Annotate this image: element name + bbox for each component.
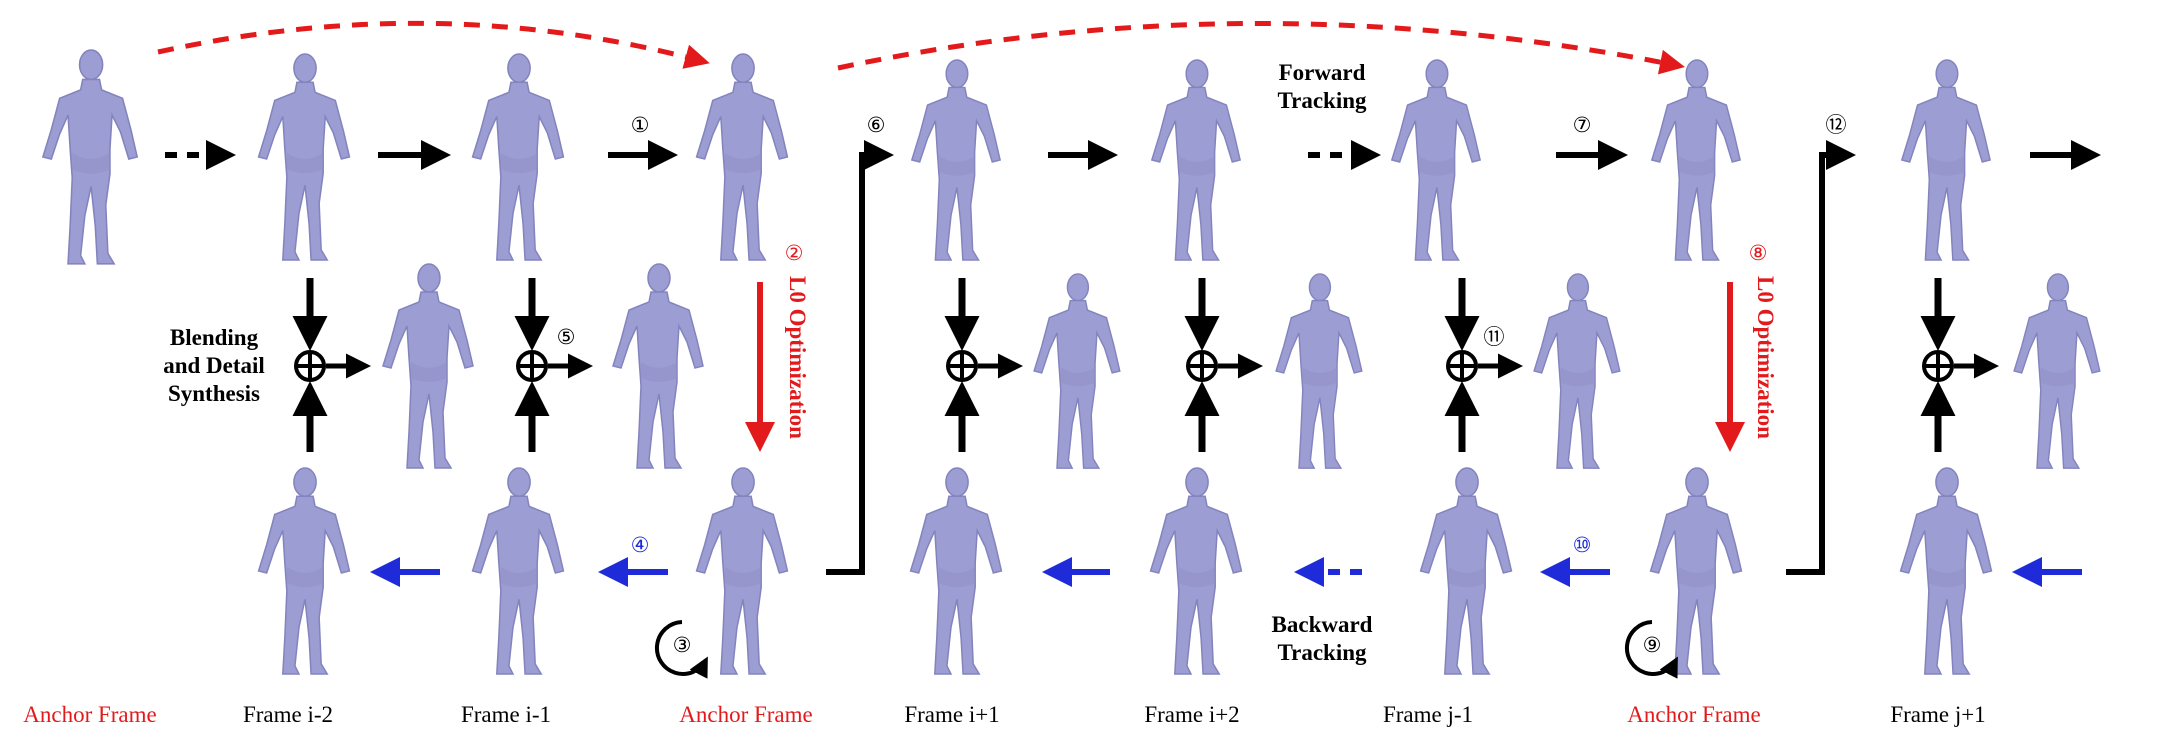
human-figure-row3-anchor (695, 467, 789, 675)
step-marker: ④ (631, 533, 650, 557)
blend-node (292, 278, 371, 452)
step-marker: ① (631, 113, 650, 137)
blend-node (1444, 278, 1523, 452)
human-figure-row1-anchor2 (1651, 59, 1741, 261)
loop-arrow-icon-2 (1625, 620, 1678, 679)
elbow-connector-2 (1786, 140, 1856, 575)
human-figure-row1-j+1 (1901, 59, 1991, 261)
human-figure-row1-i-1 (471, 53, 565, 261)
blend-node (514, 278, 593, 452)
blending-text-line2: and Detail (163, 353, 265, 378)
human-figure-blend-3 (1033, 273, 1121, 470)
blend-node (1184, 278, 1263, 452)
forward-tracking-line2: Tracking (1277, 88, 1367, 113)
l0-optimization-label-1: L0 Optimization (785, 276, 810, 439)
frame-label: Frame j+1 (1890, 702, 1985, 727)
step-marker: ⑫ (1826, 113, 1847, 137)
blend-node (944, 278, 1023, 452)
forward-tracking-line1: Forward (1279, 60, 1366, 85)
human-figure-blend-5 (1533, 273, 1621, 470)
human-figure-row3-i+2 (1149, 467, 1243, 675)
frame-label: Anchor Frame (1627, 702, 1761, 727)
anchor-link-curve-1 (157, 20, 710, 69)
frame-label: Anchor Frame (679, 702, 813, 727)
backward-tracking-line2: Tracking (1277, 640, 1367, 665)
blending-text-line1: Blending (170, 325, 259, 350)
step-marker: ⑤ (557, 325, 576, 349)
figure-group (42, 49, 2101, 675)
step-marker: ⑪ (1484, 325, 1505, 349)
blending-text-line3: Synthesis (168, 381, 260, 406)
l0-optimization-label-2: L0 Optimization (1753, 276, 1778, 439)
human-figure-row3-i-1 (471, 467, 565, 675)
frame-label: Frame j-1 (1383, 702, 1473, 727)
human-figure-blend-6 (2013, 273, 2101, 470)
human-figure-row1-i+2 (1151, 59, 1241, 261)
human-figure-row3-j-1 (1419, 467, 1513, 675)
human-figure-row1-i+1 (911, 59, 1001, 261)
blend-node (1920, 278, 1999, 452)
human-figure-row3-i+1 (909, 467, 1003, 675)
human-figure-anchor-start (42, 49, 139, 265)
frame-label: Frame i+1 (904, 702, 999, 727)
human-figure-blend-1 (382, 263, 474, 469)
anchor-link-curve-2 (837, 21, 1685, 75)
human-figure-row3-i-2 (257, 467, 351, 675)
loop-arrow-icon-1 (655, 620, 708, 679)
human-figure-row3-j+1 (1899, 467, 1993, 675)
frame-label: Frame i-1 (461, 702, 551, 727)
step-marker: ⑦ (1573, 113, 1592, 137)
backward-tracking-line1: Backward (1272, 612, 1373, 637)
frame-label: Anchor Frame (23, 702, 157, 727)
frame-label: Frame i+2 (1144, 702, 1239, 727)
step-marker: ⑧ (1749, 241, 1768, 265)
step-marker: ② (785, 241, 804, 265)
step-marker: ⑨ (1643, 633, 1662, 657)
human-figure-blend-4 (1275, 273, 1363, 470)
frame-label: Frame i-2 (243, 702, 333, 727)
human-figure-blend-2 (612, 263, 704, 469)
step-marker: ⑥ (867, 113, 886, 137)
human-figure-row1-j-1 (1391, 59, 1481, 261)
elbow-connector-1 (826, 140, 894, 575)
step-marker: ③ (673, 633, 692, 657)
human-figure-row1-anchor (695, 53, 789, 261)
human-figure-row1-i-2 (257, 53, 351, 261)
step-marker: ⑩ (1573, 533, 1592, 557)
human-figure-row3-anchor2 (1649, 467, 1743, 675)
